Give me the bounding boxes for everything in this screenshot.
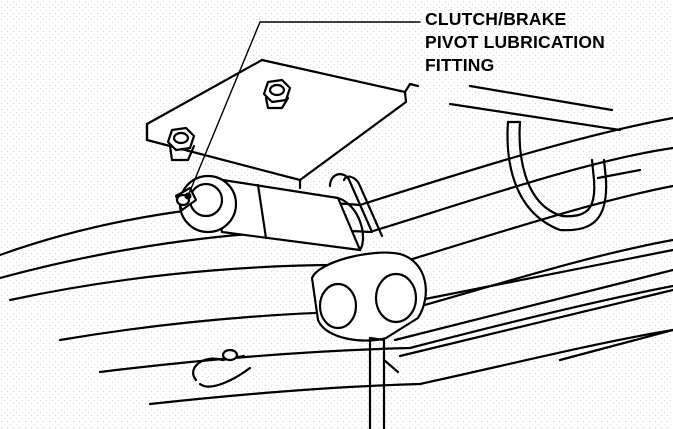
support-post (368, 336, 400, 429)
mounting-nut-right (262, 78, 292, 110)
callout-leader-line (187, 21, 421, 197)
cotter-pin (192, 348, 252, 388)
callout-label: CLUTCH/BRAKE PIVOT LUBRICATION FITTING (425, 8, 605, 77)
lubrication-fitting (174, 186, 198, 212)
pivot-end-cap (178, 174, 238, 234)
upper-rail-edge (468, 84, 614, 112)
callout-line-2: PIVOT LUBRICATION (425, 32, 606, 52)
rod-detail (596, 168, 642, 180)
callout-line-3: FITTING (425, 55, 495, 75)
u-bolt (506, 120, 608, 232)
mounting-nut-left (166, 126, 196, 162)
callout-line-1: CLUTCH/BRAKE (425, 9, 567, 29)
lower-rail (393, 248, 673, 362)
link-plate (310, 251, 427, 342)
upper-rail-edge-lower (448, 102, 622, 132)
mounting-plate (145, 58, 420, 190)
pivot-shaft (208, 176, 365, 252)
clevis-bolt (328, 173, 384, 238)
